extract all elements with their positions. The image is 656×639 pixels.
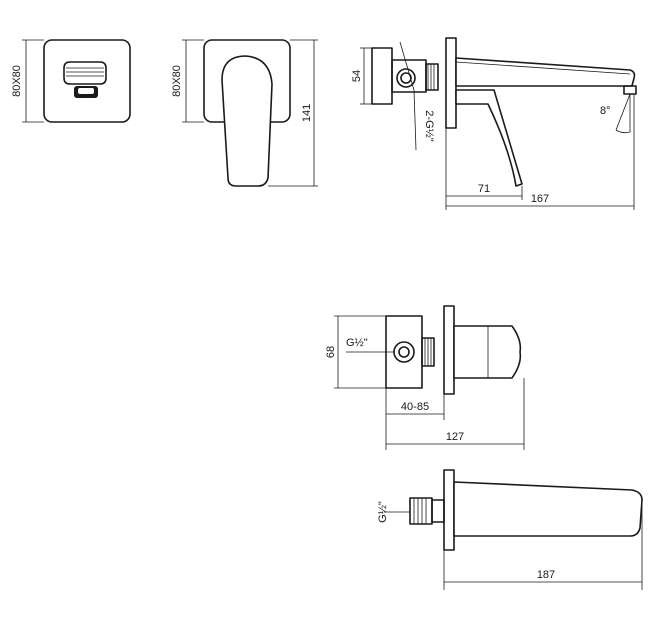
spout-view: G½" 187 — [377, 469, 643, 590]
inlet-ring — [396, 68, 416, 88]
mounting-box — [371, 47, 393, 105]
front-lever-view: 80X80 141 — [171, 39, 318, 187]
side-thread-label: 2-G½" — [423, 110, 435, 142]
spout-thread — [409, 497, 433, 525]
spout-profile — [455, 57, 636, 87]
wall-plate — [445, 37, 457, 129]
mixer-body-view: 68 G½" 40-85 127 — [325, 305, 525, 450]
spout-body — [453, 481, 643, 537]
spout-length-label: 187 — [537, 569, 555, 581]
offset-label: 71 — [478, 183, 490, 195]
box-height-label: 54 — [351, 70, 363, 82]
side-assembly-view: 54 2-G½" 8° 71 167 — [351, 37, 637, 210]
mixer-thread-label: G½" — [346, 337, 368, 349]
lever-height-label: 141 — [301, 104, 313, 122]
mixer-height-label: 68 — [325, 346, 337, 358]
mixer-length-label: 127 — [446, 431, 464, 443]
lever-handle — [221, 55, 273, 187]
mixer-inlet — [393, 341, 415, 363]
cover-size-label: 80X80 — [11, 65, 23, 97]
cover-plate — [43, 39, 131, 123]
mixer-cartridge — [453, 325, 522, 379]
mixer-wall-plate — [443, 305, 455, 395]
cartridge-outlet — [63, 61, 107, 98]
front-cover-view: 80X80 — [11, 39, 131, 123]
side-lever — [455, 89, 523, 187]
mixer-depth-label: 40-85 — [401, 401, 429, 413]
lever-size-label: 80X80 — [171, 65, 183, 97]
side-length-label: 167 — [531, 193, 549, 205]
spout-wall-plate — [443, 469, 455, 551]
angle-label: 8° — [600, 105, 611, 117]
spout-thread-label: G½" — [377, 501, 389, 523]
